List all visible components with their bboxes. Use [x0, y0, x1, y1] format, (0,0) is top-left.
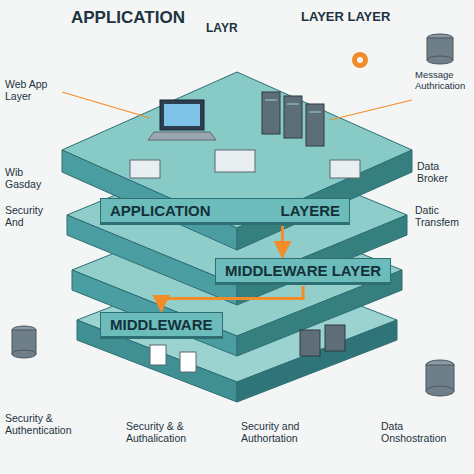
side-label: Data Broker: [416, 160, 474, 184]
side-label: Security and Authortation: [240, 420, 342, 444]
side-label: Web App Layer: [4, 78, 62, 102]
layer-band: MIDDLEWARE LAYER: [215, 258, 391, 283]
side-label: APPLICATION: [70, 8, 212, 28]
side-label: Wib Gasday: [4, 166, 60, 190]
layer-band: APPLICATION LAYERE: [100, 198, 350, 223]
side-label: Data Onshostration: [380, 420, 472, 444]
layer-title: LAYERE: [281, 202, 340, 219]
side-label: Datic Transfem: [414, 204, 474, 228]
flow-arrow: [281, 226, 284, 257]
side-label: Message Authrication: [414, 70, 474, 92]
side-label: Security & & Authalication: [125, 420, 227, 444]
layer-title: MIDDLEWARE LAYER: [225, 262, 381, 279]
side-label: LAYR: [205, 22, 267, 36]
flow-arrow: [161, 286, 303, 311]
layer-title: APPLICATION: [110, 202, 211, 219]
layer-band: MIDDLEWARE: [100, 312, 223, 337]
side-label: Security & Authentication: [4, 412, 106, 436]
side-label: LAYER LAYER: [300, 10, 412, 25]
layer-title: MIDDLEWARE: [110, 316, 213, 333]
side-label: Security And: [4, 204, 60, 228]
